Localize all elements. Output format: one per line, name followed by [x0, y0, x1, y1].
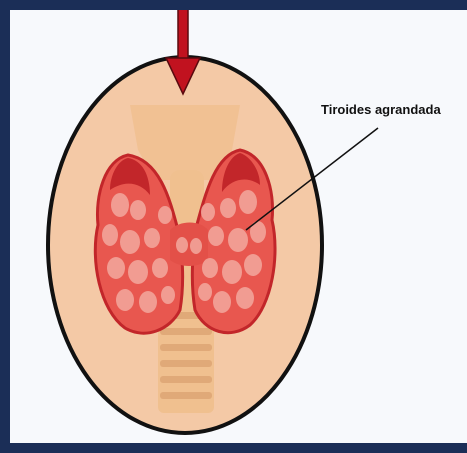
diagram-canvas: Tiroides agrandada — [10, 10, 467, 443]
thyroid-illustration — [10, 10, 467, 443]
enlarged-thyroid-label: Tiroides agrandada — [321, 102, 441, 117]
